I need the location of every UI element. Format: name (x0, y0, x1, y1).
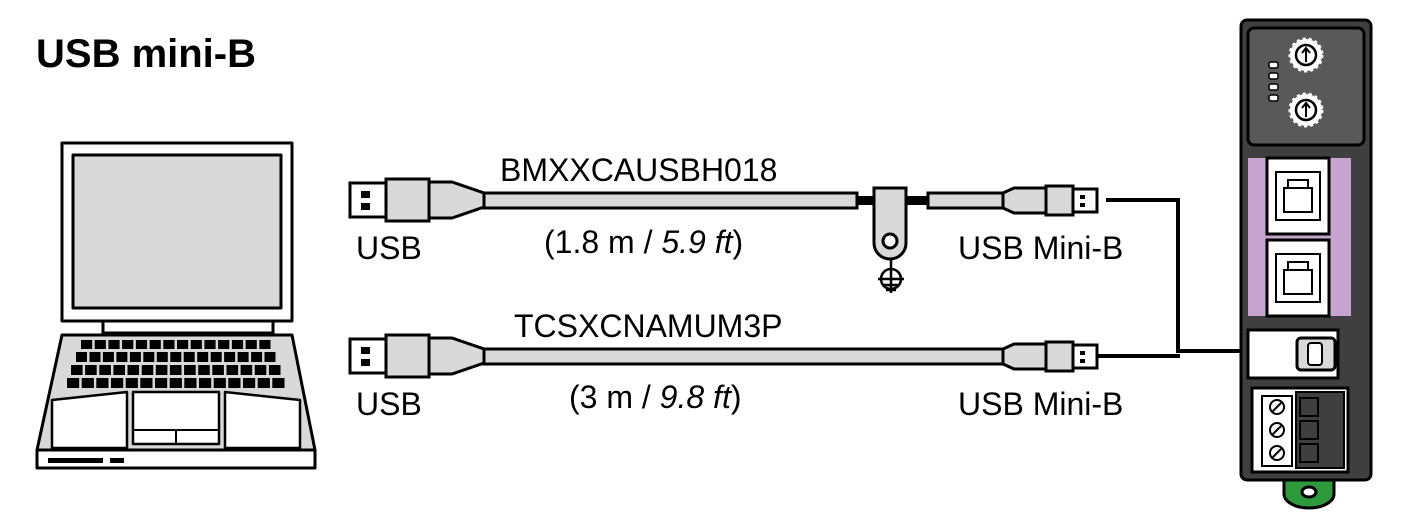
keyboard-key (113, 365, 125, 375)
led-indicators (1268, 61, 1279, 102)
keyboard-key (149, 340, 161, 349)
keyboard-key (85, 365, 97, 375)
keyboard-key (155, 378, 168, 388)
keyboard-key (199, 378, 212, 388)
usb-mini-b-plug-icon (1001, 184, 1099, 217)
keyboard-key (89, 352, 101, 362)
keyboard-key (169, 365, 182, 375)
keyboard-key (155, 365, 168, 375)
rotary-switch-icon (1288, 37, 1324, 73)
terminal-block-icon (1250, 386, 1350, 474)
keyboard-key (224, 352, 236, 362)
part-number: TCSXCNAMUM3P (514, 308, 782, 344)
cable-tcsxcnamum3p: TCSXCNAMUM3P (3 m / 9.8 ft) USB USB Mini… (348, 308, 1180, 422)
left-connector-label: USB (356, 386, 422, 422)
keyboard-key (111, 378, 124, 388)
keyboard-key (243, 378, 256, 388)
keyboard-key (163, 340, 175, 349)
keyboard-key (245, 340, 257, 349)
keyboard-key (102, 352, 114, 362)
keyboard-key (184, 378, 197, 388)
keyboard-key (197, 352, 209, 362)
keyboard-key (210, 352, 222, 362)
keyboard-key (268, 365, 281, 375)
keyboard-key (170, 352, 182, 362)
right-connector-label: USB Mini-B (958, 386, 1123, 422)
keyboard-key (135, 340, 148, 349)
keyboard-key (122, 340, 134, 349)
keyboard-key (190, 340, 202, 349)
keyboard-key (116, 352, 128, 362)
keyboard-key (213, 378, 226, 388)
keyboard-key (251, 352, 263, 362)
keyboard-key (228, 378, 241, 388)
keyboard-key (81, 340, 93, 349)
rj45-port-icon (1265, 238, 1331, 318)
keyboard-key (99, 365, 111, 375)
keyboard-key (257, 378, 270, 388)
keyboard-key (81, 378, 94, 388)
usb-a-plug-icon (348, 333, 486, 379)
rotary-switch-icon (1288, 92, 1324, 128)
keyboard-key (127, 365, 140, 375)
left-connector-label: USB (356, 230, 422, 266)
keyboard-key (259, 340, 271, 349)
keyboard-key (140, 378, 153, 388)
cable-bmxxcausbh018: BMXXCAUSBH018 (1.8 m / 5.9 ft) USB USB M… (348, 152, 1250, 353)
right-connector-label: USB Mini-B (958, 230, 1123, 266)
keyboard-key (156, 352, 168, 362)
keyboard-key (129, 352, 141, 362)
part-number: BMXXCAUSBH018 (500, 152, 777, 188)
keyboard-key (237, 352, 249, 362)
keyboard-key (226, 365, 239, 375)
plc-module (1239, 18, 1373, 510)
keyboard-key (218, 340, 230, 349)
keyboard-key (96, 378, 109, 388)
keyboard-key (141, 365, 154, 375)
keyboard-key (76, 352, 87, 362)
keyboard-key (264, 352, 276, 362)
keyboard-key (71, 365, 83, 375)
keyboard-key (143, 352, 155, 362)
keyboard-key (272, 378, 285, 388)
keyboard-key (198, 365, 210, 375)
keyboard-key (183, 352, 195, 362)
keyboard-key (240, 365, 253, 375)
keyboard-key (94, 340, 106, 349)
ground-clamp (872, 186, 908, 261)
keyboard-key (204, 340, 216, 349)
laptop-icon (35, 141, 317, 470)
usb-mini-b-plug-icon (1001, 340, 1099, 373)
keyboard-key (184, 365, 196, 375)
keyboard (67, 340, 285, 388)
rj45-port-icon (1265, 156, 1331, 236)
keyboard-key (108, 340, 120, 349)
cable-length: (1.8 m / 5.9 ft) (544, 224, 743, 260)
page-title: USB mini-B (36, 32, 256, 76)
keyboard-key (125, 378, 138, 388)
keyboard-key (254, 365, 267, 375)
cable-length: (3 m / 9.8 ft) (569, 379, 741, 415)
keyboard-key (231, 340, 244, 349)
keyboard-key (212, 365, 224, 375)
ground-symbol-icon (878, 260, 904, 293)
keyboard-key (177, 340, 189, 349)
keyboard-key (169, 378, 182, 388)
usb-a-plug-icon (348, 177, 486, 223)
keyboard-key (67, 378, 80, 388)
